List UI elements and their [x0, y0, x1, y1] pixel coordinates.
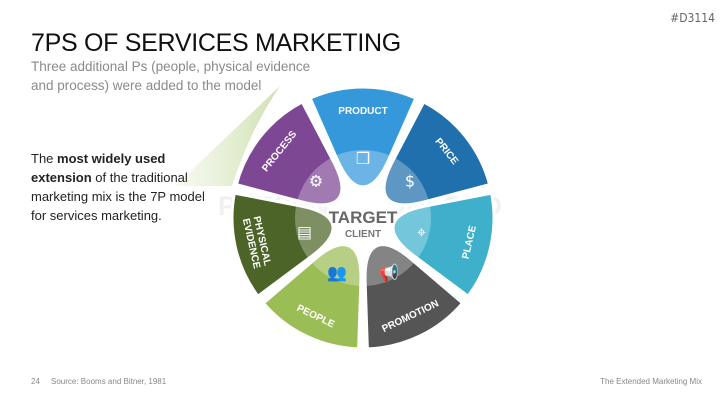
- storefront-icon: ▤: [297, 222, 312, 241]
- location-pin-icon: ⌖: [417, 222, 426, 241]
- source-note: Source: Booms and Bitner, 1981: [51, 377, 167, 386]
- page-number: 24: [31, 377, 40, 386]
- segment-product: [308, 85, 418, 189]
- people-icon: 👥: [327, 263, 347, 282]
- segment-shape: [382, 100, 492, 207]
- segment-label: PRODUCT: [338, 106, 387, 117]
- segment-shape: [363, 243, 465, 351]
- segment-shape: [234, 100, 344, 207]
- page-title: 7PS OF SERVICES MARKETING: [31, 29, 401, 57]
- center-circle: [333, 188, 393, 248]
- gear-cycle-icon: ⚙: [309, 172, 323, 191]
- segment-price: [382, 100, 492, 207]
- description-prefix: The: [31, 151, 58, 166]
- connector-fan: [175, 86, 280, 186]
- segment-place: [391, 191, 496, 298]
- megaphone-icon: 📢: [379, 263, 399, 282]
- segment-shape: [261, 243, 363, 351]
- segment-promotion: [363, 243, 465, 351]
- footer-title: The Extended Marketing Mix: [600, 377, 702, 386]
- segment-shape: [308, 85, 418, 189]
- price-tag-icon: $: [405, 172, 415, 191]
- description-bold: most widely used extension: [31, 151, 166, 185]
- page-subtitle: Three additional Ps (people, physical ev…: [31, 59, 311, 93]
- segment-shape: [230, 191, 335, 298]
- description-suffix: of the traditional marketing mix is the …: [31, 170, 205, 223]
- product-code: #D3114: [670, 11, 715, 25]
- description-text: The most widely used extension of the tr…: [31, 149, 211, 225]
- segment-process: [234, 100, 344, 207]
- segment-shape: [391, 191, 496, 298]
- segment-people: [261, 243, 363, 351]
- segment-physical-evidence: [230, 191, 335, 298]
- center-title: TARGET: [329, 208, 398, 227]
- box-icon: ❒: [356, 149, 370, 168]
- center-subtitle: CLIENT: [345, 229, 381, 240]
